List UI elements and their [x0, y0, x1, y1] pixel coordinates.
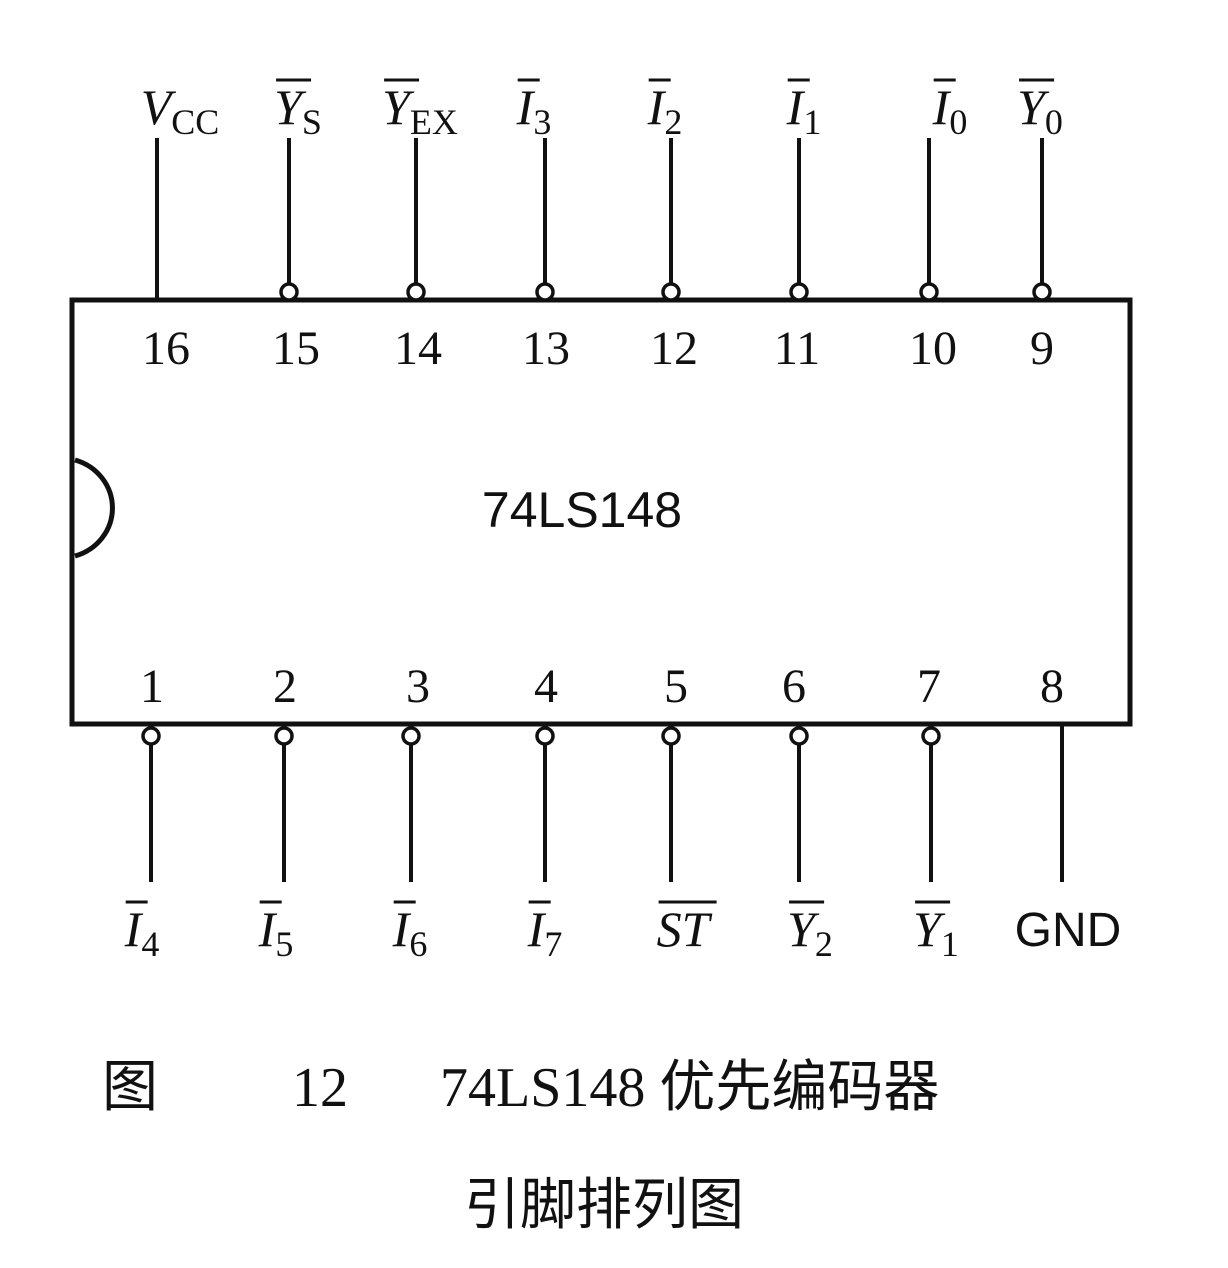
pin-16-number: 16: [142, 322, 190, 375]
pin-14-label: YEX: [382, 79, 458, 142]
pin-6: 6Y2: [782, 660, 833, 964]
figure-caption-line2: 引脚排列图: [464, 1175, 744, 1237]
pin-2-label: I5: [258, 901, 294, 964]
pin-6-label: Y2: [787, 901, 833, 964]
pin-10-inversion-bubble: [919, 282, 939, 302]
pin-1-label: I4: [124, 901, 160, 964]
pin-7-number: 7: [917, 660, 941, 713]
pin-11-inversion-bubble: [789, 282, 809, 302]
pin-1: 1I4: [124, 660, 164, 964]
pin-6-number: 6: [782, 660, 806, 713]
pin-5: 5ST: [657, 660, 717, 957]
pin-5-inversion-bubble: [661, 726, 681, 746]
pin-11: 11 I1: [774, 78, 822, 375]
pin-14-number: 14: [394, 322, 442, 375]
pin-7: 7Y1: [913, 660, 959, 964]
pin-4: 4I7: [527, 660, 563, 964]
figure-caption-line1: 74LS148 优先编码器: [440, 1057, 939, 1119]
pin-15-inversion-bubble: [279, 282, 299, 302]
pin-2-number: 2: [273, 660, 297, 713]
pin-3: 3I6: [392, 660, 430, 964]
pin-16-label: VCC: [141, 79, 220, 142]
chip-notch: [74, 457, 115, 559]
pin-13-number: 13: [522, 322, 570, 375]
pin-11-label: I1: [786, 79, 822, 142]
chip-name: 74LS148: [482, 482, 682, 538]
pin-13-label: I3: [516, 79, 552, 142]
pin-5-label: ST: [657, 901, 713, 957]
pin-1-number: 1: [140, 660, 164, 713]
pin-13: 13 I3: [516, 78, 570, 375]
pin-7-inversion-bubble: [921, 726, 941, 746]
pin-7-label: Y1: [913, 901, 959, 964]
pin-4-inversion-bubble: [535, 726, 555, 746]
pin-13-inversion-bubble: [535, 282, 555, 302]
pin-9-label: Y0: [1017, 79, 1063, 142]
pin-2-inversion-bubble: [274, 726, 294, 746]
pin-9: 9 Y0: [1017, 78, 1063, 375]
pin-11-number: 11: [774, 322, 820, 375]
pin-15-label: YS: [274, 79, 322, 142]
pin-8-label: GND: [1015, 904, 1122, 957]
pin-4-label: I7: [527, 901, 563, 964]
pin-2: 2I5: [258, 660, 297, 964]
pin-12: 12 I2: [647, 78, 698, 375]
pin-6-inversion-bubble: [789, 726, 809, 746]
pin-3-number: 3: [406, 660, 430, 713]
chip-body: [69, 297, 1133, 727]
pin-3-inversion-bubble: [401, 726, 421, 746]
pin-16: 16 VCC: [141, 79, 220, 375]
pin-14: 14 YEX: [382, 78, 458, 375]
pin-14-inversion-bubble: [406, 282, 426, 302]
pin-10-label: I0: [932, 79, 968, 142]
pin-12-inversion-bubble: [661, 282, 681, 302]
pin-5-number: 5: [664, 660, 688, 713]
pin-15: 15 YS: [272, 78, 322, 375]
pin-3-label: I6: [392, 901, 428, 964]
pin-15-number: 15: [272, 322, 320, 375]
figure-number: 12: [292, 1057, 348, 1119]
pin-12-number: 12: [650, 322, 698, 375]
pin-8-number: 8: [1040, 660, 1064, 713]
pin-10-number: 10: [909, 322, 957, 375]
figure-label: 图: [102, 1057, 158, 1119]
top-pin-row: 16 VCC 15 YS 14 YEX 13 I3 12 I2 11 I1 10 I0 9 Y0: [141, 78, 1063, 375]
pin-9-number: 9: [1030, 322, 1054, 375]
pin-4-number: 4: [534, 660, 558, 713]
pin-12-label: I2: [647, 79, 683, 142]
pin-10: 10 I0: [909, 78, 968, 375]
pin-1-inversion-bubble: [141, 726, 161, 746]
pin-9-inversion-bubble: [1032, 282, 1052, 302]
